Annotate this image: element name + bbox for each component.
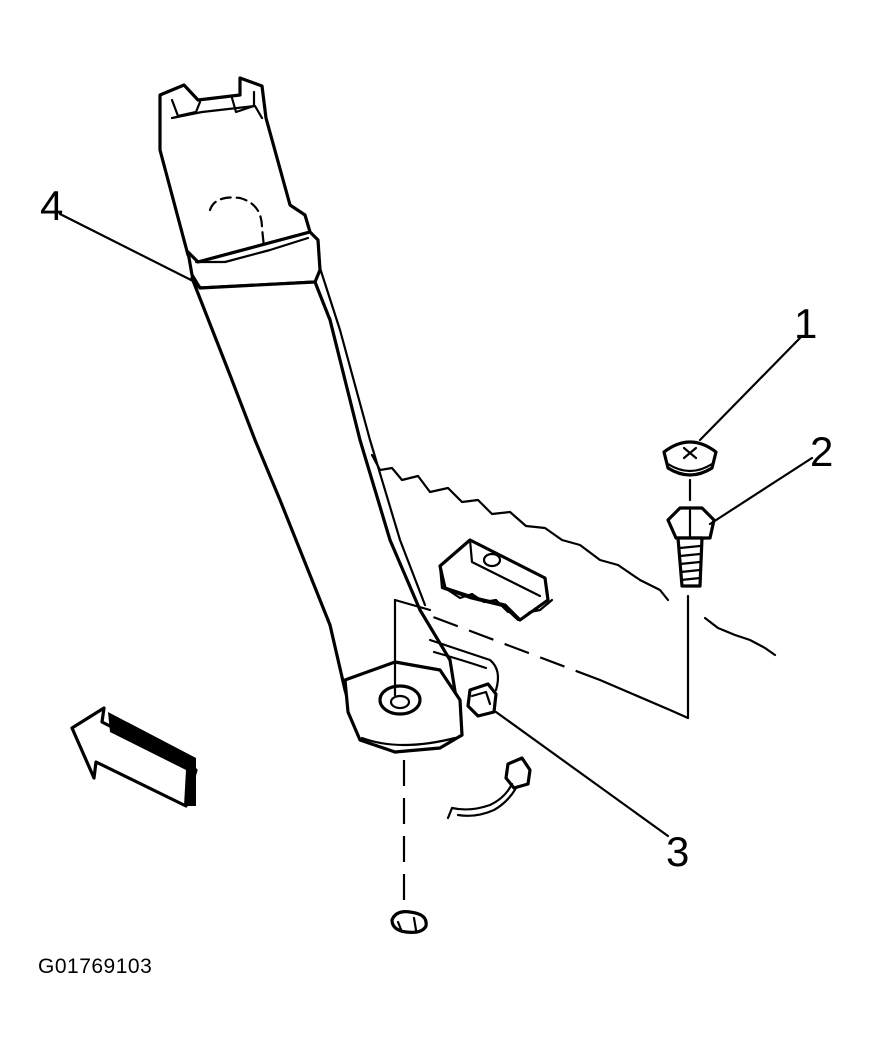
cap-icon <box>662 440 718 502</box>
forward-arrow-icon <box>70 706 198 808</box>
bolt-icon <box>666 506 716 588</box>
figure-id-label: G01769103 <box>38 955 153 978</box>
callout-4: 4 <box>40 182 63 229</box>
callout-3: 3 <box>666 828 689 875</box>
assembly-lines <box>393 594 690 912</box>
seat-belt-buckle-icon <box>158 76 500 754</box>
wire-connector-icon <box>446 756 532 820</box>
callout-leaders <box>58 212 814 838</box>
floor-nut-icon <box>390 910 428 934</box>
connector-icon <box>466 682 498 718</box>
callout-2: 2 <box>810 428 833 475</box>
callout-1: 1 <box>794 300 817 347</box>
floor-edge <box>370 453 777 657</box>
anchor-bracket-icon <box>438 538 554 622</box>
